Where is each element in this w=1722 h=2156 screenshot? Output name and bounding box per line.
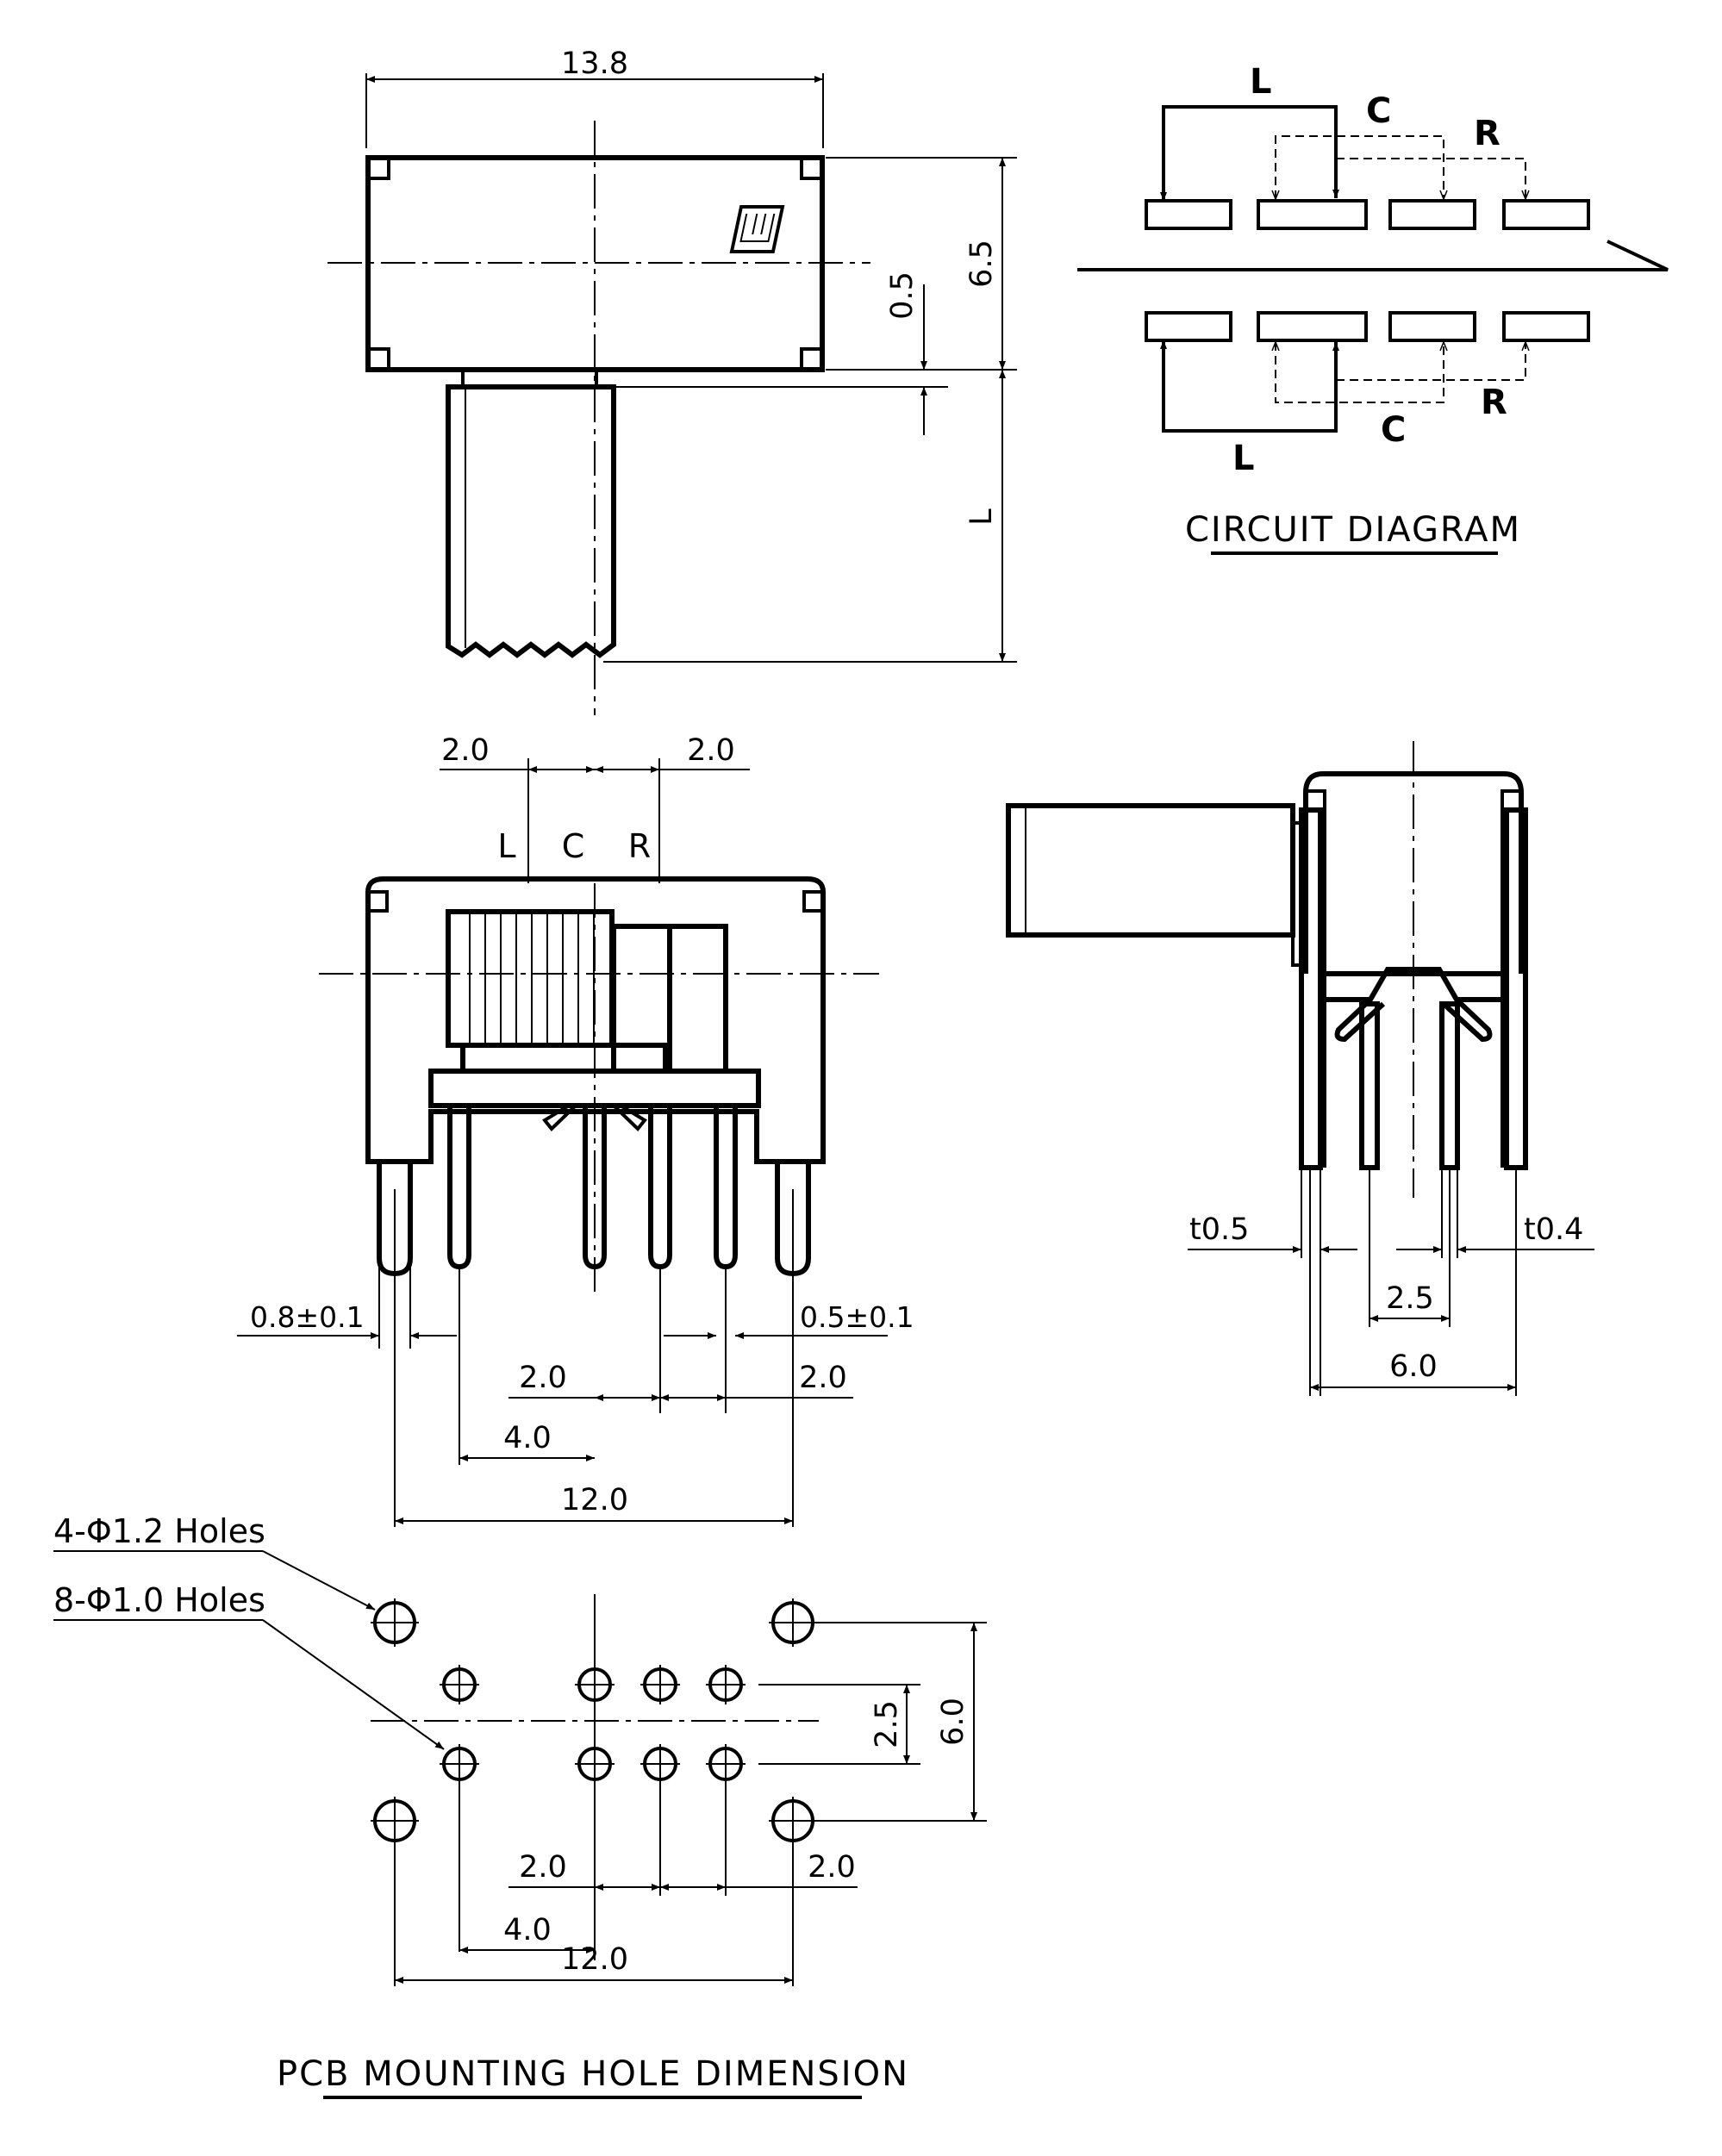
top-view: 13.8 6.5 0.5 L [328, 47, 1017, 715]
pin-1 [447, 1106, 471, 1270]
circuit-diagram-title: CIRCUIT DIAGRAM [1185, 510, 1521, 550]
spring-contact-right [1441, 997, 1493, 1043]
large-hole-crosshairs [371, 1598, 817, 1845]
pcb-layout: 4-Φ1.2 Holes 8-Φ1.0 Holes [53, 1512, 987, 2099]
side-shaft [1006, 803, 1295, 938]
spring-contact-left [1334, 997, 1386, 1043]
pin-label-C: C [562, 827, 585, 865]
circuit-divider [1077, 240, 1669, 271]
lower-label-C: C [1381, 410, 1406, 450]
pcb-pitch-left-text: 2.0 [519, 1850, 567, 1885]
pcb-title: PCB MOUNTING HOLE DIMENSION [277, 2054, 909, 2094]
mount-pin-width-text: 0.8±0.1 [250, 1300, 365, 1334]
large-holes-label: 4-Φ1.2 Holes [53, 1512, 265, 1550]
thickness-left-text: t0.5 [1189, 1212, 1249, 1247]
circuit-diagram: L C R L C R CIRCUIT DIAGRAM [1077, 62, 1669, 555]
span-4-text: 4.0 [503, 1421, 552, 1455]
pitch-left-text: 2.0 [441, 733, 490, 768]
brand-logo-icon [729, 205, 785, 253]
bottom-pitch-right-text: 2.0 [799, 1361, 847, 1395]
gap-dim-text: 0.5 [885, 271, 920, 320]
pcb-span-12-text: 12.0 [561, 1942, 628, 1977]
upper-label-R: R [1474, 114, 1501, 153]
width-dim-text: 13.8 [561, 47, 628, 81]
small-holes [442, 1667, 743, 1781]
pin-label-L: L [497, 827, 515, 865]
side-view: t0.5 t0.4 2.5 6.0 [1006, 741, 1594, 1396]
pin-row-pitch-text: 2.5 [1386, 1281, 1434, 1316]
pin-3 [648, 1106, 672, 1270]
span-12-text: 12.0 [561, 1483, 628, 1517]
mount-rows-text: 6.0 [936, 1698, 970, 1746]
thickness-right-text: t0.4 [1524, 1212, 1583, 1247]
pin-width-text: 0.5±0.1 [800, 1300, 914, 1334]
slider-knob [446, 909, 615, 1048]
upper-label-L: L [1250, 62, 1272, 102]
pcb-pitch-right-text: 2.0 [808, 1850, 856, 1885]
bottom-pitch-left-text: 2.0 [519, 1361, 567, 1395]
small-holes-label: 8-Φ1.0 Holes [53, 1581, 265, 1619]
small-hole-crosshairs [440, 1665, 746, 1784]
actuator-shaft [446, 384, 616, 658]
front-view: 2.0 2.0 L C R [237, 733, 914, 1527]
knob-ribs [469, 912, 595, 1045]
mount-span-text: 6.0 [1389, 1349, 1438, 1384]
lower-label-R: R [1481, 383, 1507, 422]
row-pitch-text: 2.5 [870, 1700, 904, 1748]
upper-label-C: C [1366, 91, 1391, 131]
pitch-right-text: 2.0 [687, 733, 735, 768]
pcb-span-4-text: 4.0 [503, 1913, 552, 1947]
housing-outline [365, 876, 826, 1164]
pin-4 [714, 1106, 738, 1270]
shaft-length-text: L [964, 508, 999, 526]
pin-label-R: R [628, 827, 651, 865]
height-dim-text: 6.5 [964, 240, 999, 288]
lower-label-L: L [1232, 439, 1255, 478]
pin-2 [583, 1106, 607, 1270]
